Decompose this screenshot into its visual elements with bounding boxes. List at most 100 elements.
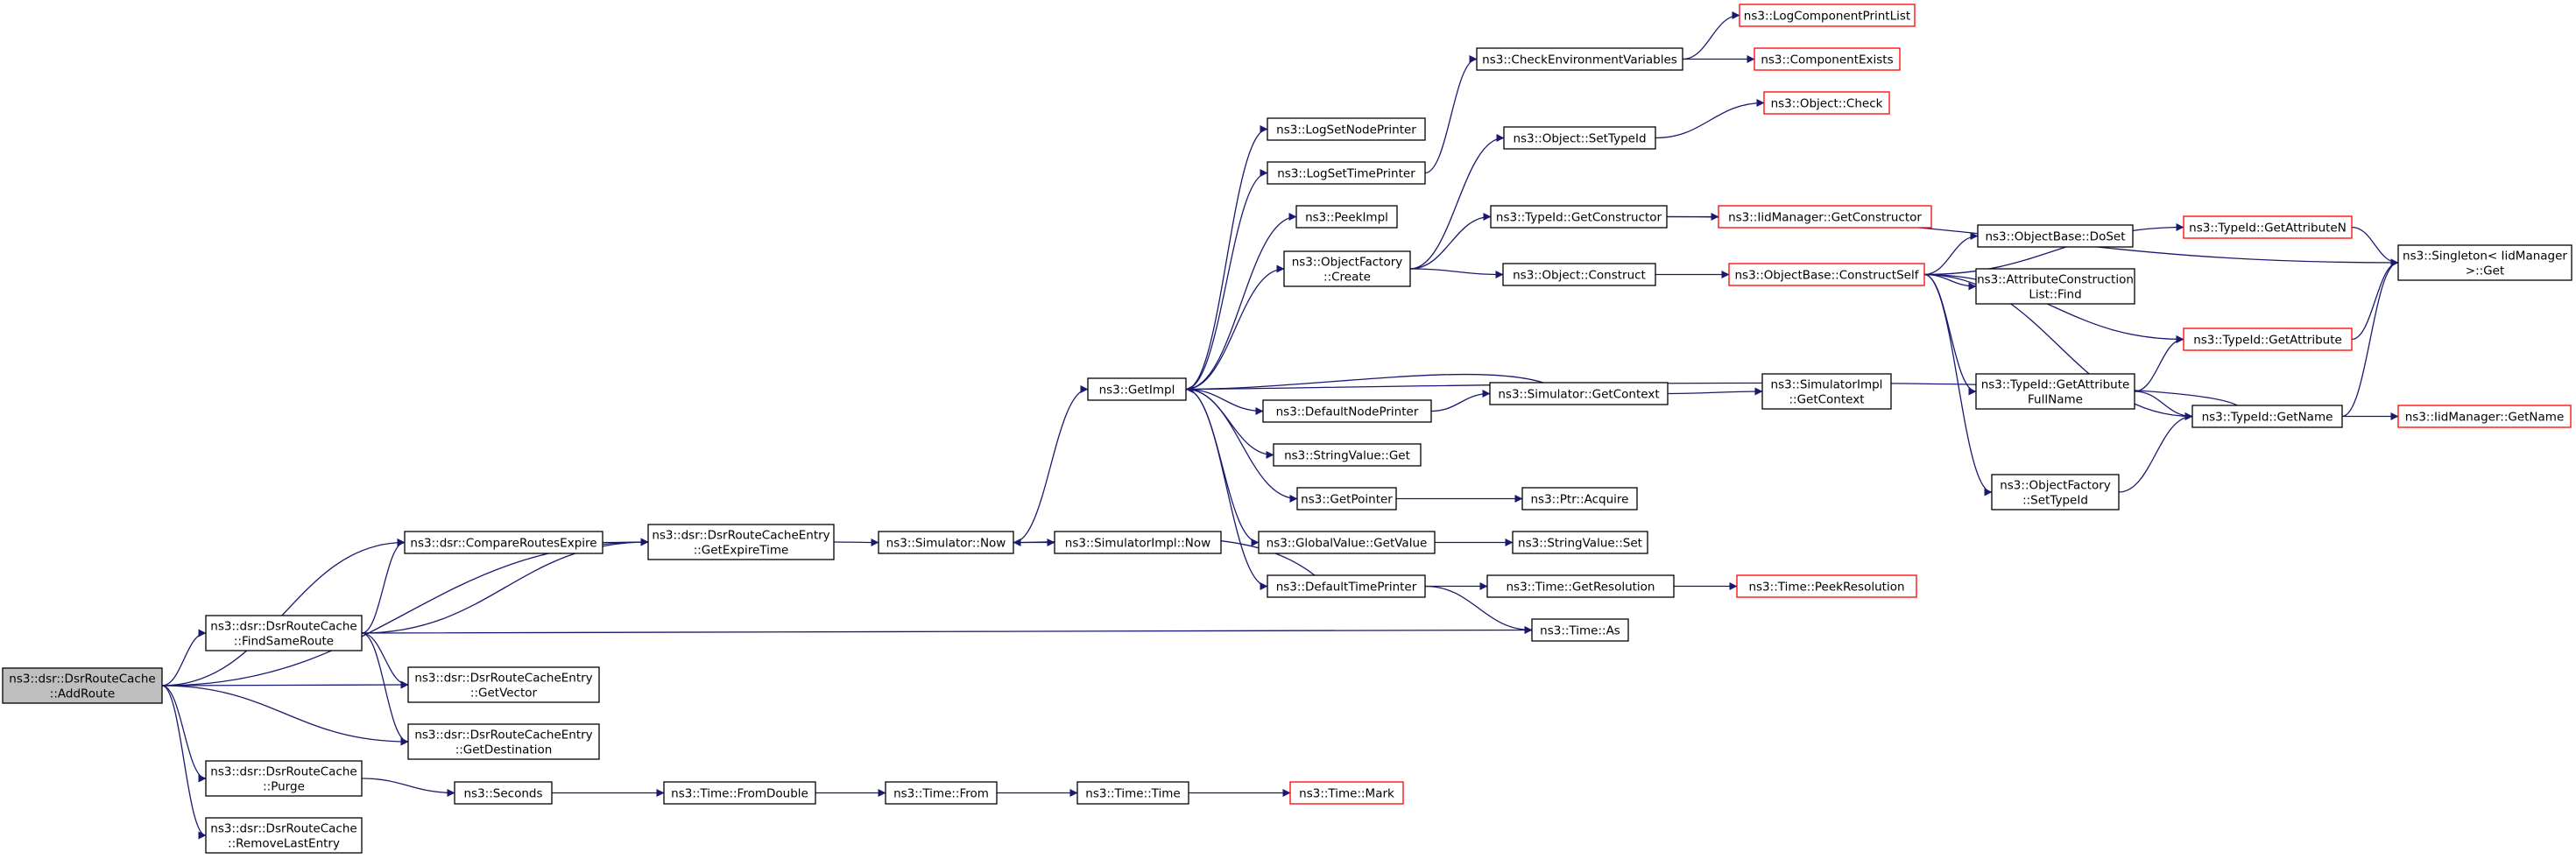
- node-typeidgetattr[interactable]: ns3::TypeId::GetAttribute: [2183, 327, 2353, 351]
- node-logcomplist[interactable]: ns3::LogComponentPrintList: [1739, 4, 1916, 27]
- node-simgetctx[interactable]: ns3::Simulator::GetContext: [1489, 382, 1669, 405]
- node-objfactcreate[interactable]: ns3::ObjectFactory::Create: [1283, 250, 1411, 287]
- edge-objbasector-to-typeidgetattrfull: [1923, 273, 1977, 396]
- node-timetime[interactable]: ns3::Time::Time: [1076, 781, 1189, 805]
- node-seconds[interactable]: ns3::Seconds: [454, 781, 553, 805]
- node-label: ns3::Seconds: [464, 787, 543, 801]
- node-getexpire[interactable]: ns3::dsr::DsrRouteCacheEntry::GetExpireT…: [647, 524, 835, 560]
- edge-getimpl-to-peekimpl: [1185, 213, 1297, 391]
- node-label: ::GetDestination: [455, 743, 553, 757]
- node-box: [205, 760, 363, 797]
- node-box: [885, 781, 998, 805]
- node-box: [1739, 4, 1916, 27]
- node-label: ns3::TypeId::GetName: [2202, 411, 2333, 425]
- node-objconstruct[interactable]: ns3::Object::Construct: [1502, 263, 1656, 286]
- node-lognode[interactable]: ns3::LogSetNodePrinter: [1267, 117, 1426, 141]
- node-getimpl[interactable]: ns3::GetImpl: [1087, 377, 1187, 401]
- node-objcheck[interactable]: ns3::Object::Check: [1763, 91, 1890, 115]
- node-box: [407, 723, 600, 760]
- node-box: [1267, 117, 1426, 141]
- node-ptracquire[interactable]: ns3::Ptr::Acquire: [1521, 487, 1638, 510]
- node-getvector[interactable]: ns3::dsr::DsrRouteCacheEntry::GetVector: [407, 666, 600, 703]
- node-stringvalset[interactable]: ns3::StringValue::Set: [1512, 531, 1648, 554]
- edge-logtime-to-checkenv: [1424, 55, 1478, 174]
- node-objbasector[interactable]: ns3::ObjectBase::ConstructSelf: [1728, 263, 1925, 286]
- node-box: [1489, 382, 1669, 405]
- node-iidmgrgetname[interactable]: ns3::IidManager::GetName: [2397, 405, 2572, 428]
- node-getdest[interactable]: ns3::dsr::DsrRouteCacheEntry::GetDestina…: [407, 723, 600, 760]
- node-objbasedoset[interactable]: ns3::ObjectBase::DoSet: [1977, 224, 2134, 248]
- node-label: ns3::TypeId::GetConstructor: [1496, 211, 1662, 225]
- node-box: [1289, 781, 1404, 805]
- node-getpointer[interactable]: ns3::GetPointer: [1296, 487, 1397, 510]
- node-label: ns3::StringValue::Set: [1518, 537, 1642, 551]
- node-label: ns3::Simulator::Now: [886, 537, 1006, 551]
- node-label: ns3::ComponentExists: [1761, 53, 1893, 67]
- edge-getexpire-to-simnow: [833, 538, 879, 546]
- node-label: ns3::dsr::DsrRouteCache: [210, 620, 356, 634]
- node-globalvalget[interactable]: ns3::GlobalValue::GetValue: [1258, 531, 1436, 554]
- node-iidmgrgetctor[interactable]: ns3::IidManager::GetConstructor: [1718, 205, 1932, 229]
- node-label: ns3::Object::Check: [1771, 97, 1883, 111]
- node-typeidgetctor[interactable]: ns3::TypeId::GetConstructor: [1490, 205, 1668, 229]
- edge-defnodeprinter-to-simgetctx: [1430, 390, 1491, 412]
- node-timeas[interactable]: ns3::Time::As: [1531, 618, 1629, 642]
- node-from[interactable]: ns3::Time::From: [885, 781, 998, 805]
- edge-simnow-to-getimpl: [1013, 385, 1089, 544]
- node-simimplnow[interactable]: ns3::SimulatorImpl::Now: [1054, 531, 1222, 554]
- node-box: [205, 817, 363, 854]
- node-fromdouble[interactable]: ns3::Time::FromDouble: [663, 781, 816, 805]
- edge-addroute-to-findsame: [161, 629, 207, 686]
- node-stringvalget[interactable]: ns3::StringValue::Get: [1273, 443, 1422, 467]
- node-label: >::Get: [2466, 264, 2504, 278]
- edge-findsame-to-compareroutes: [361, 539, 406, 634]
- node-compexists[interactable]: ns3::ComponentExists: [1754, 47, 1901, 71]
- edge-addroute-to-getvector: [161, 680, 409, 689]
- edge-objbasector-to-typeidgetname: [1923, 273, 2193, 420]
- node-box: [1521, 487, 1638, 510]
- node-typeidgetattrN[interactable]: ns3::TypeId::GetAttributeN: [2183, 215, 2353, 239]
- node-objsettypeid[interactable]: ns3::Object::SetTypeId: [1503, 126, 1656, 150]
- node-label: FullName: [2028, 393, 2083, 407]
- node-logtime[interactable]: ns3::LogSetTimePrinter: [1267, 161, 1426, 185]
- node-singletonget[interactable]: ns3::Singleton< IidManager >::Get: [2397, 244, 2572, 281]
- node-label: ns3::DefaultNodePrinter: [1276, 405, 1419, 419]
- node-removelast[interactable]: ns3::dsr::DsrRouteCache::RemoveLastEntry: [205, 817, 363, 854]
- node-deftimeprinter[interactable]: ns3::DefaultTimePrinter: [1267, 574, 1426, 598]
- node-purge[interactable]: ns3::dsr::DsrRouteCache::Purge: [205, 760, 363, 797]
- node-objfactsettype[interactable]: ns3::ObjectFactory::SetTypeId: [1991, 474, 2120, 510]
- node-label: ns3::ObjectFactory: [1292, 256, 1403, 270]
- node-label: ::RemoveLastEntry: [228, 837, 340, 851]
- node-box: [1267, 574, 1426, 598]
- node-peekimpl[interactable]: ns3::PeekImpl: [1295, 205, 1398, 229]
- node-timepeekres[interactable]: ns3::Time::PeekResolution: [1736, 574, 1917, 598]
- node-label: ns3::GlobalValue::GetValue: [1267, 537, 1428, 551]
- node-timegetres[interactable]: ns3::Time::GetResolution: [1486, 574, 1675, 598]
- edge-getimpl-to-objfactcreate: [1185, 264, 1285, 391]
- node-label: ns3::AttributeConstruction: [1977, 273, 2134, 287]
- node-box: [2183, 215, 2353, 239]
- node-typeidgetname[interactable]: ns3::TypeId::GetName: [2191, 405, 2343, 428]
- node-box: [1087, 377, 1187, 401]
- node-checkenv[interactable]: ns3::CheckEnvironmentVariables: [1476, 47, 1683, 71]
- node-box: [1754, 47, 1901, 71]
- edge-typeidgetattrfull-to-typeidgetname: [2134, 391, 2193, 420]
- node-box: [404, 531, 603, 554]
- node-defnodeprinter[interactable]: ns3::DefaultNodePrinter: [1262, 399, 1432, 423]
- node-label: ns3::Time::FromDouble: [671, 787, 808, 801]
- edge-simgetctx-to-getimpl: [1185, 373, 1544, 393]
- node-box: [1977, 224, 2134, 248]
- node-compareroutes[interactable]: ns3::dsr::CompareRoutesExpire: [404, 531, 603, 554]
- node-findsame[interactable]: ns3::dsr::DsrRouteCache::FindSameRoute: [205, 615, 363, 651]
- node-label: ns3::Time::Time: [1085, 787, 1180, 801]
- node-simimplgetctx[interactable]: ns3::SimulatorImpl::GetContext: [1761, 373, 1892, 410]
- node-timemark[interactable]: ns3::Time::Mark: [1289, 781, 1404, 805]
- node-label: ns3::dsr::DsrRouteCacheEntry: [414, 729, 592, 743]
- node-label: ::GetVector: [470, 686, 538, 701]
- node-simnow[interactable]: ns3::Simulator::Now: [878, 531, 1014, 554]
- node-box: [1531, 618, 1629, 642]
- node-label: ns3::Time::GetResolution: [1506, 581, 1655, 595]
